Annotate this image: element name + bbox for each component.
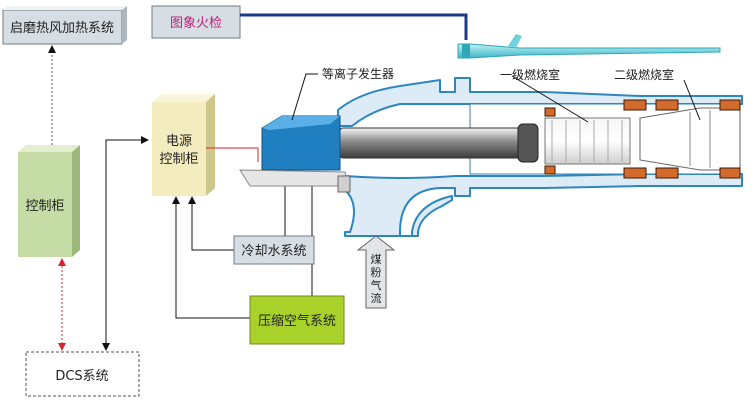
coal-flow-label-3: 气: [371, 278, 382, 292]
flame-detector-cable: [240, 13, 468, 40]
mounting-rail: [239, 169, 349, 187]
preheat-system-box: 启磨热风加热系统: [2, 6, 127, 45]
flame-detector-probe: [457, 34, 721, 59]
dcs-power-link: [102, 136, 149, 351]
dcs-system-label: DCS系统: [55, 369, 108, 384]
plasma-rod: [339, 127, 529, 159]
coal-flow-label-4: 流: [371, 291, 382, 305]
stage1-leader: [511, 75, 589, 123]
burner-housing-upper: [337, 77, 743, 127]
image-flame-detector-label: 图象火检: [170, 16, 222, 31]
plasma-generator-body: [261, 115, 341, 171]
coal-flow-label-2: 粉: [371, 266, 382, 279]
power-cabinet-label-1: 电源: [166, 134, 192, 149]
control-cabinet-label: 控制柜: [25, 199, 64, 214]
control-cabinet-box: 控制柜: [18, 145, 80, 257]
refractory-bricks: [544, 99, 741, 179]
stage2-chamber-label: 二级燃烧室: [614, 67, 674, 82]
burner-housing-lower: [344, 173, 743, 237]
stage1-chamber-shape: [544, 117, 631, 165]
burner-assembly: [239, 73, 743, 237]
compressed-air-link: [172, 196, 250, 319]
power-cabinet-label-2: 控制柜: [159, 152, 198, 167]
coal-flow-arrow: 煤 粉 气 流: [356, 235, 396, 309]
preheat-system-label: 启磨热风加热系统: [10, 21, 114, 36]
power-cable: [206, 147, 259, 162]
compressed-air-box: 压缩空气系统: [249, 295, 345, 345]
cooling-water-box: 冷却水系统: [233, 235, 315, 265]
generator-leader: [291, 73, 318, 121]
stage1-chamber-label: 一级燃烧室: [500, 67, 560, 82]
dcs-system-box: DCS系统: [25, 351, 140, 397]
stage2-leader: [683, 79, 701, 121]
plasma-generator-label: 等离子发生器: [322, 66, 394, 81]
compressed-air-label: 压缩空气系统: [258, 313, 336, 329]
cooling-water-label: 冷却水系统: [241, 244, 306, 259]
image-flame-detector-box: 图象火检: [151, 5, 241, 39]
cooling-water-link: [188, 196, 240, 251]
power-cabinet-box: 电源 控制柜: [152, 94, 215, 196]
coal-flow-label-1: 煤: [371, 253, 382, 266]
